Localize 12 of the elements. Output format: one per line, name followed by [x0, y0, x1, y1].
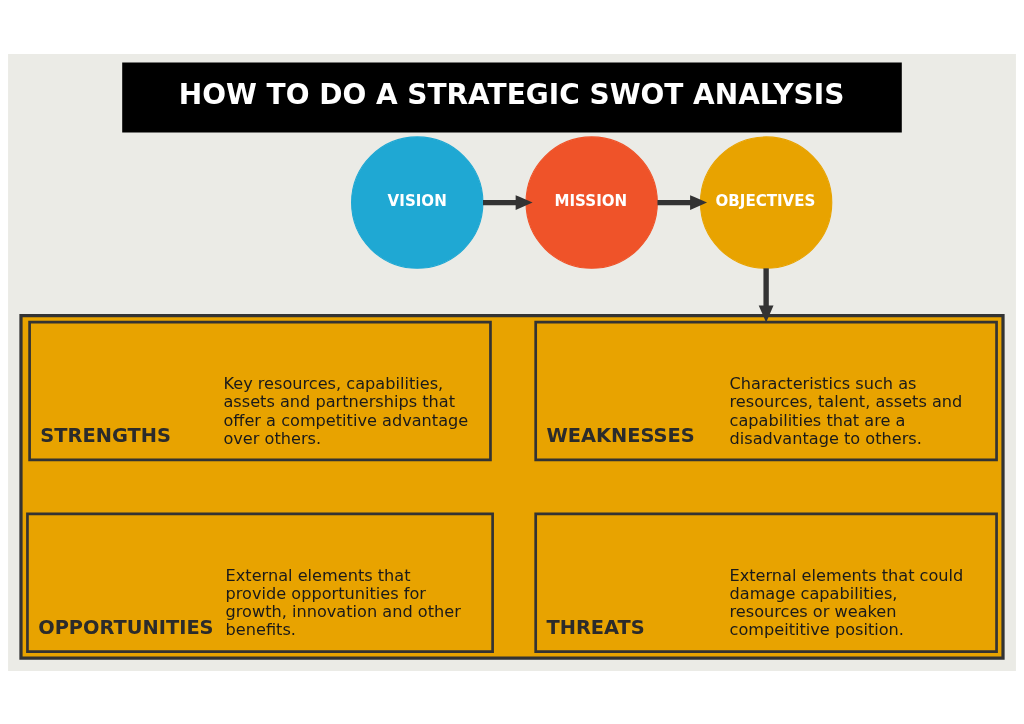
node-circle: OBJECTIVES [699, 135, 833, 269]
cluster [19, 313, 1005, 660]
node-box: THREATS External elements that could damage capabilities, resources or weaken compeititive position. [534, 511, 998, 653]
node-box: OPPORTUNITIES External elements that provide opportunities for growth, innovation and other benefits. [26, 511, 494, 653]
diagram-title: HOW TO DO A STRATEGIC SWOT ANALYSIS [178, 77, 845, 111]
node-box: WEAKNESSES Characteristics such as resources, talent, assets and capabilities that are a disadvantage to others. [534, 320, 998, 461]
arrow [758, 267, 774, 322]
node-circle: VISION [351, 135, 484, 269]
arrow [483, 194, 533, 210]
node-circle: MISSION [525, 135, 658, 269]
arrow [657, 194, 708, 210]
node-box: STRENGTHS Key resources, capabilities, assets and partnerships that offer a competitive advantage over others. [28, 320, 492, 461]
